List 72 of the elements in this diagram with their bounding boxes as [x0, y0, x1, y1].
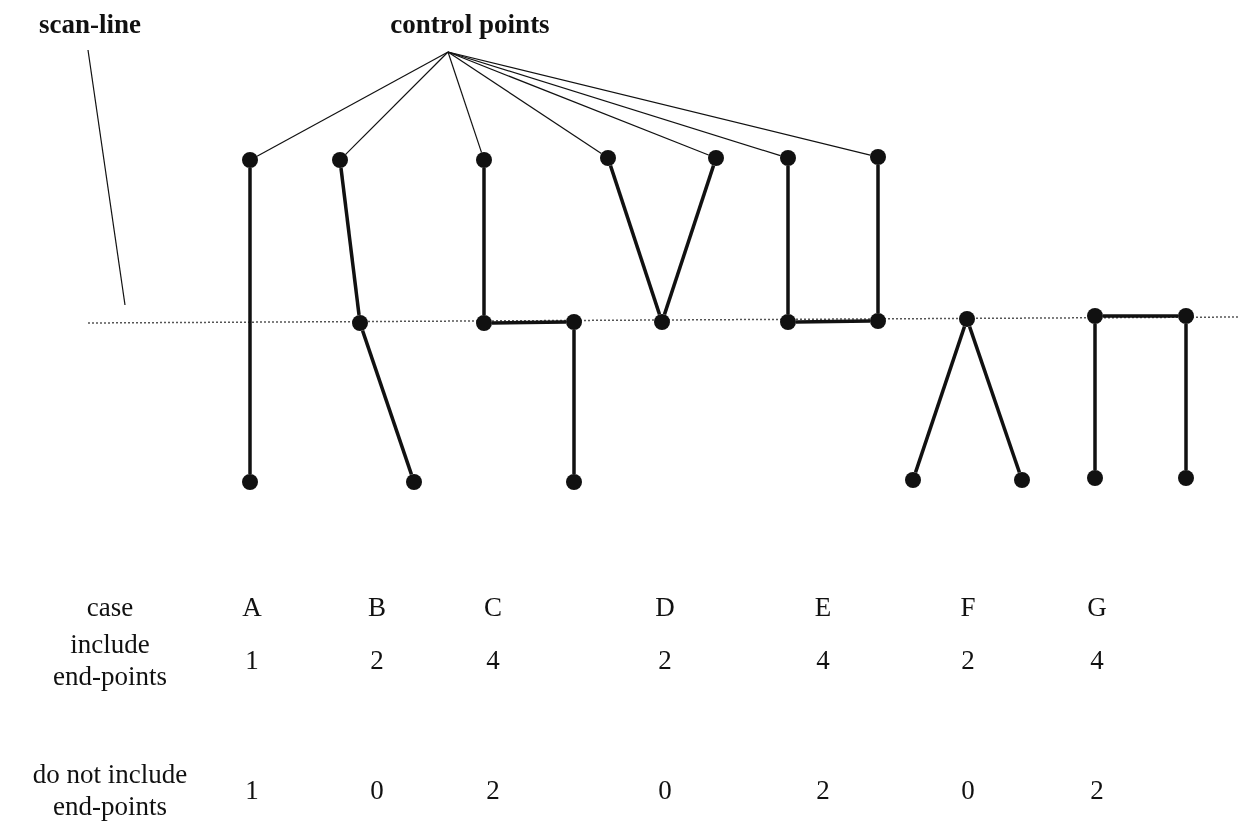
- vertex-dot: [1014, 472, 1030, 488]
- case-letter: F: [959, 591, 977, 623]
- vertex-dot: [352, 315, 368, 331]
- polygon-edge: [1093, 324, 1097, 470]
- vertex-dot: [476, 152, 492, 168]
- callout-label: scan-line: [30, 8, 150, 40]
- vertex-dot: [708, 150, 724, 166]
- vertex-dot: [870, 149, 886, 165]
- vertex-dot: [654, 314, 670, 330]
- polygon-edge: [482, 168, 486, 315]
- vertex-dot: [1087, 470, 1103, 486]
- count-value: 0: [369, 774, 385, 806]
- polygon-edge: [339, 167, 361, 316]
- count-value: 2: [960, 644, 976, 676]
- case-letter: E: [813, 591, 833, 623]
- count-value: 0: [657, 774, 673, 806]
- vertex-dot: [1087, 308, 1103, 324]
- row-heading: do not include end-points: [31, 758, 189, 822]
- polygon-edge: [1184, 324, 1188, 470]
- leader-line: [447, 51, 602, 155]
- vertex-dot: [242, 152, 258, 168]
- polygon-edge: [360, 330, 414, 475]
- vertex-dot: [780, 150, 796, 166]
- polygon-edge: [248, 168, 252, 474]
- polygon-edge: [786, 166, 790, 314]
- count-value: 4: [1089, 644, 1105, 676]
- vertex-dot: [332, 152, 348, 168]
- count-value: 4: [815, 644, 831, 676]
- row-heading: case: [85, 591, 135, 623]
- leader-line: [447, 51, 710, 156]
- leader-line: [256, 51, 449, 157]
- count-value: 2: [1089, 774, 1105, 806]
- case-letter: C: [483, 591, 503, 623]
- vertex-dot: [600, 150, 616, 166]
- count-value: 2: [815, 774, 831, 806]
- vertex-dot: [870, 313, 886, 329]
- count-value: 2: [657, 644, 673, 676]
- count-value: 1: [244, 644, 260, 676]
- leader-line: [447, 51, 871, 156]
- polygon-edge: [967, 326, 1022, 473]
- polygon-edge: [913, 326, 967, 473]
- case-letter: D: [654, 591, 676, 623]
- case-letter: B: [367, 591, 387, 623]
- count-value: 4: [485, 644, 501, 676]
- vertex-dot: [476, 315, 492, 331]
- polygon-edge: [492, 320, 566, 325]
- count-value: 0: [960, 774, 976, 806]
- row-heading: include end-points: [52, 628, 168, 692]
- vertex-dot: [1178, 308, 1194, 324]
- polygon-edge: [796, 319, 870, 324]
- vertex-dot: [1178, 470, 1194, 486]
- polygon-edge: [876, 165, 880, 313]
- vertex-dot: [959, 311, 975, 327]
- vertex-dot: [406, 474, 422, 490]
- vertex-dot: [905, 472, 921, 488]
- polygon-edge: [1103, 314, 1178, 318]
- vertex-dot: [780, 314, 796, 330]
- polygon-edge: [572, 330, 576, 474]
- vertex-dot: [242, 474, 258, 490]
- vertex-dot: [566, 474, 582, 490]
- count-value: 2: [369, 644, 385, 676]
- leader-line: [447, 51, 483, 153]
- polygon-edge: [608, 165, 662, 315]
- leader-line: [345, 51, 449, 155]
- polygon-edge: [662, 165, 716, 315]
- count-value: 1: [244, 774, 260, 806]
- case-letter: A: [241, 591, 263, 623]
- leader-line: [87, 49, 126, 306]
- callout-label: control points: [370, 8, 570, 40]
- count-value: 2: [485, 774, 501, 806]
- case-letter: G: [1086, 591, 1108, 623]
- vertex-dot: [566, 314, 582, 330]
